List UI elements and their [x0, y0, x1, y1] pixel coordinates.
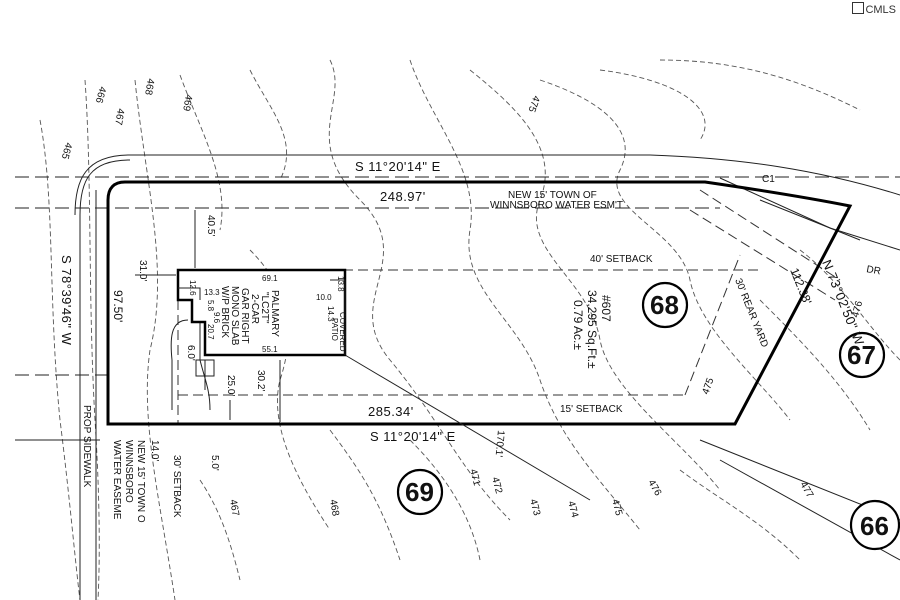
contour-label-476-right: 476 — [850, 299, 865, 318]
front-setback-label: 40' SETBACK — [590, 254, 653, 265]
contour-label-467: 467 — [112, 107, 126, 126]
front-to-house-dimension: 40.5' — [205, 215, 216, 236]
contour-label-469: 469 — [180, 93, 194, 112]
contour-label-475-right: 475 — [700, 376, 716, 396]
contour-label-475-bottom: 475 — [609, 498, 624, 517]
house-garage: GAR RIGHT — [239, 288, 250, 344]
lot-69-circle — [396, 468, 444, 516]
house-dim-55: 55.1 — [262, 345, 278, 354]
house-dim-138: 13.8 — [336, 276, 345, 292]
right-dimension: 112.38' — [787, 266, 814, 307]
house-car: 2-CAR — [249, 294, 260, 324]
contour-label-468-bottom: 468 — [327, 499, 341, 518]
contour-label-476: 476 — [645, 478, 663, 498]
side-14-dimension: 14.0' — [149, 440, 160, 461]
driveway — [170, 319, 215, 411]
house-to-bottom-dimension: 30.2' — [255, 370, 266, 391]
contour-label-467-bottom: 467 — [227, 499, 241, 518]
lot-id: #607 — [599, 295, 613, 322]
contour-label-475-top: 475 — [525, 94, 541, 114]
bottom-bearing: S 11°20'14" E — [370, 429, 456, 444]
contour-label-466: 466 — [93, 85, 108, 104]
house-dim-126: 12.6 — [188, 280, 197, 296]
contour-label-474: 474 — [565, 500, 580, 519]
diagonal-dimension-line — [344, 354, 591, 501]
house-dim-69: 69.1 — [262, 274, 278, 283]
lot-number: 68 — [650, 290, 679, 320]
contour-label-472: 472 — [489, 476, 504, 495]
lot-66-circle — [849, 499, 900, 551]
rear-setback-label: 30' REAR YARD — [732, 277, 770, 349]
neighbor-lot-67: 67 — [847, 340, 876, 370]
left-bearing: S 78°39'46" W — [59, 255, 74, 346]
dimension-ticks — [135, 210, 281, 422]
top-dimension: 248.97' — [380, 189, 426, 204]
house-dim-58: 5.8 — [206, 300, 215, 312]
drive-label: DR — [865, 264, 881, 277]
patio-label-line1: COVERED — [338, 312, 347, 352]
left-easement-line1: NEW 15' TOWN O — [135, 440, 146, 523]
bottom-setback-label: 30' SETBACK — [171, 455, 182, 518]
covered-patio-outline — [330, 279, 346, 355]
watermark-logo: CMLS — [852, 2, 896, 16]
neighbor-lot-66: 66 — [860, 511, 889, 541]
left-to-house-dimension: 31.0' — [137, 260, 148, 281]
side-5-dimension: 5.0' — [209, 455, 220, 471]
house-dim-100: 10.0 — [316, 293, 332, 302]
lot-sqft: 34,295 Sq.Ft.± — [585, 290, 599, 369]
watermark-text: CMLS — [865, 4, 896, 16]
house-brick: W/P BRICK — [219, 286, 230, 338]
bottom-dimension: 285.34' — [368, 404, 414, 419]
left-easement-line2: WINNSBORO — [123, 440, 134, 503]
house-dim-143: 14.3 — [326, 306, 335, 322]
house-dim-96: 9.6 — [212, 312, 221, 324]
contour-label-477: 477 — [797, 480, 815, 500]
diagonal-dimension: 170.1' — [493, 430, 506, 458]
house-model: PALMARY — [269, 290, 280, 337]
contour-label-468: 468 — [142, 77, 156, 96]
left-easement-line3: WATER EASEME — [111, 440, 122, 520]
contour-lines — [39, 59, 900, 600]
lot-67-circle — [838, 331, 886, 379]
house-interior-line — [178, 287, 201, 300]
side-6-dimension: 6.0' — [185, 345, 196, 361]
lot-68-circle — [641, 281, 689, 329]
sidewalk-label: PROP SIDEWALK — [81, 405, 92, 488]
logo-square-icon — [852, 2, 865, 14]
left-dimension: 97.50' — [111, 290, 125, 322]
side-setback-label: 15' SETBACK — [560, 404, 623, 415]
side-25-dimension: 25.0' — [225, 375, 236, 396]
house-dim-207: 20.7 — [206, 324, 215, 340]
house-slab: MONO SLAB — [229, 286, 240, 346]
curve-label: C1 — [762, 174, 775, 185]
contour-label-473: 473 — [527, 498, 542, 517]
patio-label-line2: PATIO — [330, 318, 339, 341]
top-bearing: S 11°20'14" E — [355, 159, 441, 174]
house-code: "LC2T" — [259, 292, 270, 324]
labels: 465 466 467 468 469 475 475 471 472 473 … — [59, 77, 889, 541]
contour-label-465: 465 — [59, 141, 74, 160]
top-easement-line2: WINNSBORO WATER ESM'T — [490, 200, 623, 211]
contour-label-471: 471 — [467, 468, 482, 487]
neighbor-lot-69: 69 — [405, 477, 434, 507]
top-easement-line1: NEW 15' TOWN OF — [508, 190, 597, 201]
lot-boundary — [106, 180, 853, 426]
lot-acres: 0.79 Ac.± — [571, 300, 585, 350]
house-dim-133: 13.3 — [204, 288, 220, 297]
